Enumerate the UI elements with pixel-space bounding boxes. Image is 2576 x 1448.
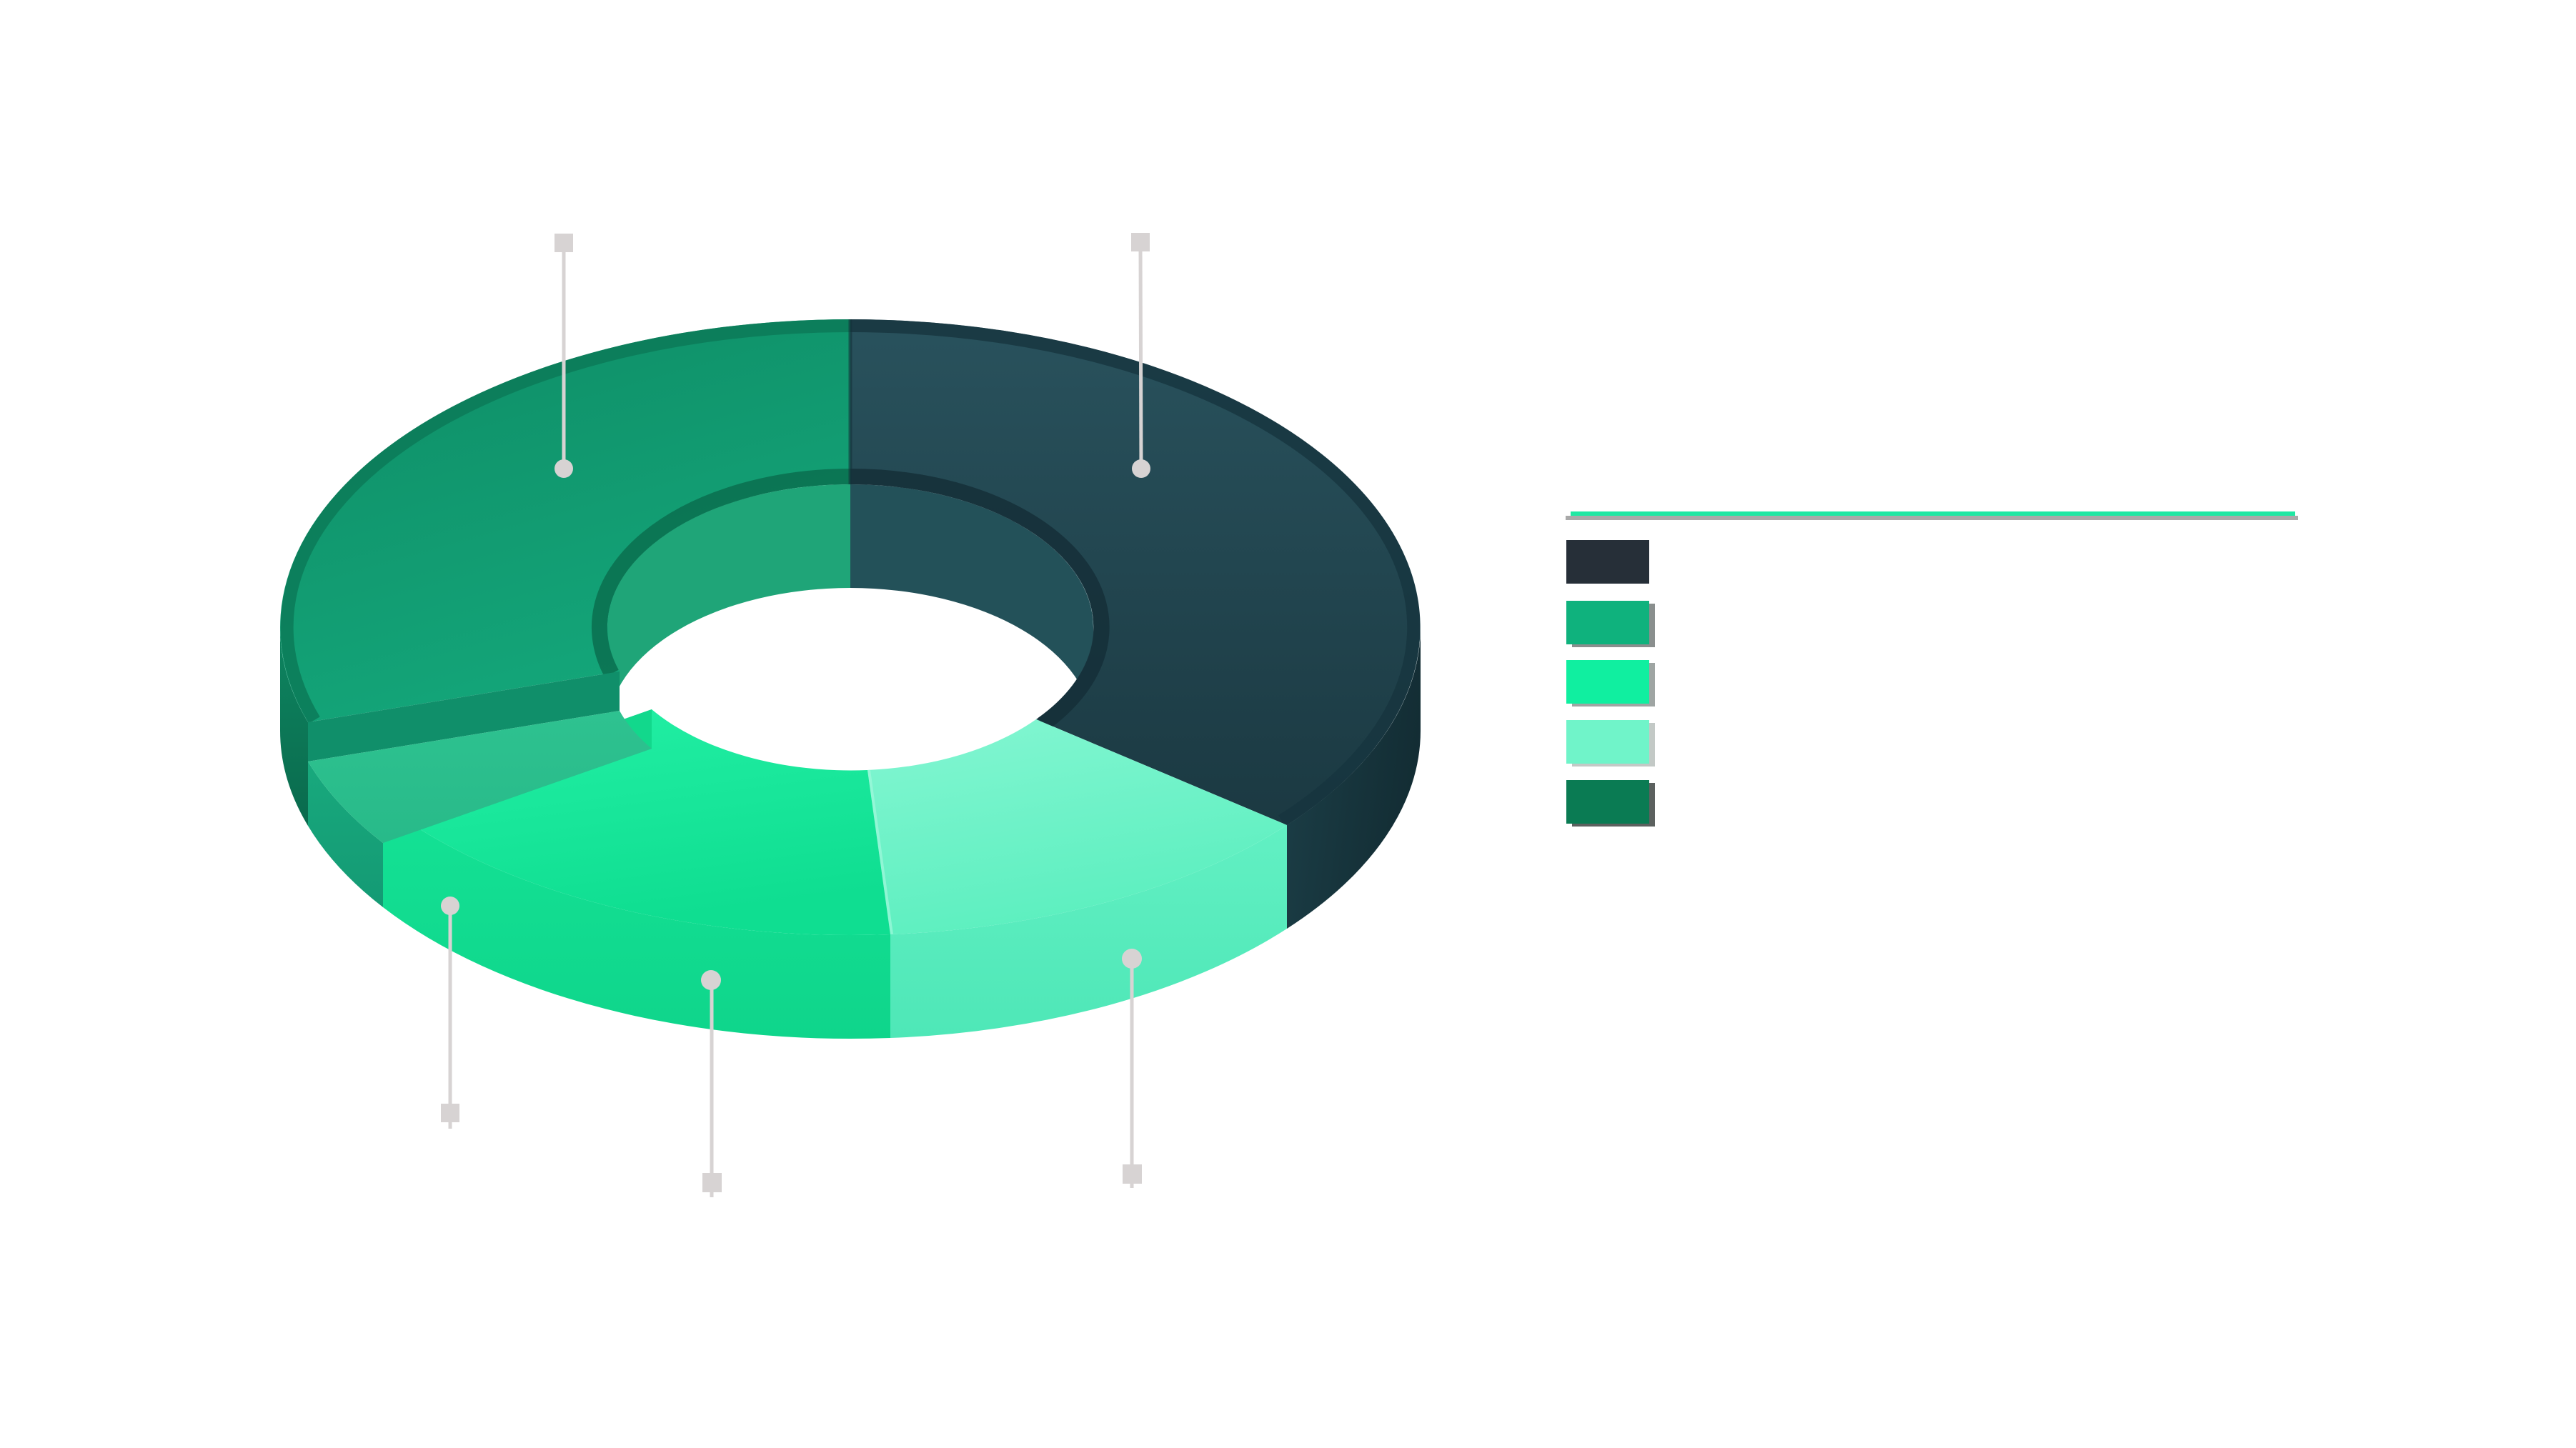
callout-square-dark-slate <box>1131 233 1150 251</box>
segment-mint[interactable] <box>867 719 1287 934</box>
emerald-outer-rim <box>280 319 851 724</box>
callout-emerald <box>555 234 573 478</box>
legend-swatch-dark-green[interactable] <box>1566 780 1649 824</box>
callout-dot-dark-slate <box>1132 459 1150 478</box>
emerald-outer-wall <box>280 627 308 826</box>
legend-swatch-dark-slate[interactable] <box>1566 540 1649 584</box>
callout-dot-spring-green <box>701 970 721 990</box>
donut-inner-wall <box>607 484 1093 731</box>
emerald-inner-bevel <box>591 469 851 678</box>
callout-square-emerald <box>555 234 573 252</box>
callout-spring-green <box>701 970 722 1197</box>
slate-outer-wall <box>1287 627 1421 929</box>
callout-mint <box>1122 949 1142 1188</box>
callout-dot-mint <box>1122 949 1142 969</box>
callout-jade-wedge <box>441 897 459 1129</box>
slate-outer-rim <box>850 319 1421 827</box>
legend-swatch-spring-green[interactable] <box>1566 660 1649 704</box>
segment-jade-wedge[interactable] <box>308 711 652 843</box>
slate-inner-bevel <box>850 468 1110 731</box>
callout-dot-jade-wedge <box>441 897 459 915</box>
mint-outer-wall <box>890 825 1287 1038</box>
callout-dark-slate <box>1131 233 1150 478</box>
legend-swatch-emerald[interactable] <box>1566 601 1649 644</box>
segment-dark-slate[interactable] <box>850 319 1421 825</box>
spring-outer-wall <box>383 804 890 1039</box>
wedge-outer-wall <box>308 762 383 907</box>
segment-emerald[interactable] <box>280 319 850 722</box>
emerald-cut-face <box>308 671 620 762</box>
callout-dot-emerald <box>555 459 573 478</box>
legend-swatch-mint[interactable] <box>1566 720 1649 764</box>
